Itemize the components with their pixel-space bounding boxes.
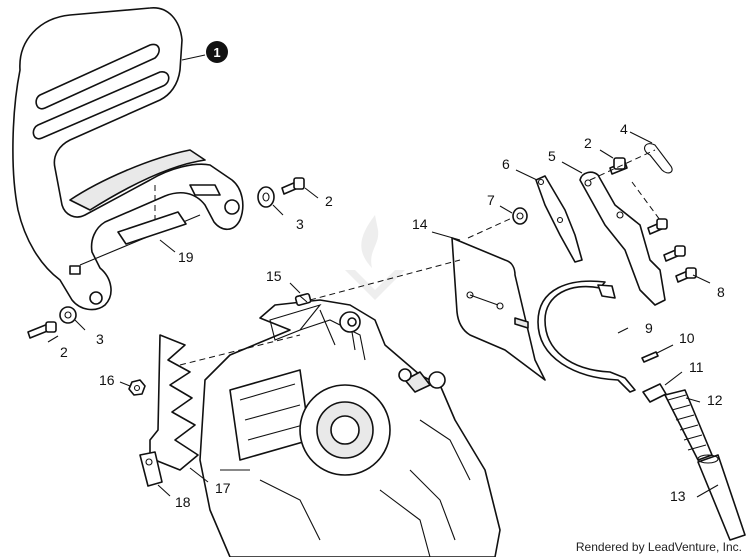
label-14: 14 — [412, 216, 428, 232]
screw-8a — [647, 218, 668, 235]
crankcase-housing — [199, 299, 501, 557]
leader-lines — [47, 54, 719, 498]
label-3-left: 3 — [96, 331, 104, 347]
render-credit: Rendered by LeadVenture, Inc. — [575, 540, 742, 554]
part-1-badge — [206, 41, 228, 63]
spring — [664, 389, 713, 461]
label-13: 13 — [670, 488, 686, 504]
screw-8b — [663, 245, 686, 262]
label-6: 6 — [502, 156, 510, 172]
label-19: 19 — [178, 249, 194, 265]
label-2-right: 2 — [584, 135, 592, 151]
bumper-spike — [149, 334, 199, 471]
label-8: 8 — [717, 284, 725, 300]
label-18: 18 — [175, 494, 191, 510]
plug — [642, 383, 667, 403]
label-plate — [117, 185, 187, 245]
label-16: 16 — [99, 372, 115, 388]
screw-2-right — [609, 157, 628, 175]
pin — [641, 351, 659, 363]
guide-plate — [451, 237, 546, 381]
alignment-lines — [179, 149, 661, 366]
screw-15 — [294, 292, 312, 306]
hex-nut — [128, 379, 146, 396]
label-2-left: 2 — [60, 344, 68, 360]
screw-2-center — [281, 177, 305, 195]
bushing — [512, 207, 528, 225]
part-1-badge-label: 1 — [213, 45, 220, 60]
brake-link — [535, 175, 583, 263]
washer-3-center — [257, 186, 275, 208]
screw-2-left — [27, 321, 57, 339]
label-3-center: 3 — [296, 216, 304, 232]
spring-clip — [644, 143, 673, 174]
watermark-logo — [345, 215, 405, 300]
label-5: 5 — [548, 148, 556, 164]
brake-band — [537, 280, 636, 393]
label-7: 7 — [487, 192, 495, 208]
label-2-center: 2 — [325, 193, 333, 209]
washer-3-left — [59, 306, 77, 324]
part-labels: 2 2 2 3 3 4 5 6 7 8 9 10 11 12 13 14 15 … — [60, 121, 725, 510]
label-11: 11 — [689, 359, 704, 375]
brake-lever — [579, 171, 666, 306]
label-12: 12 — [707, 392, 723, 408]
label-9: 9 — [645, 320, 653, 336]
spike-plate — [139, 451, 163, 487]
sleeve — [697, 454, 746, 541]
label-15: 15 — [266, 268, 282, 284]
label-17: 17 — [215, 480, 231, 496]
label-10: 10 — [679, 330, 695, 346]
label-4: 4 — [620, 121, 628, 137]
hand-guard — [12, 7, 244, 311]
